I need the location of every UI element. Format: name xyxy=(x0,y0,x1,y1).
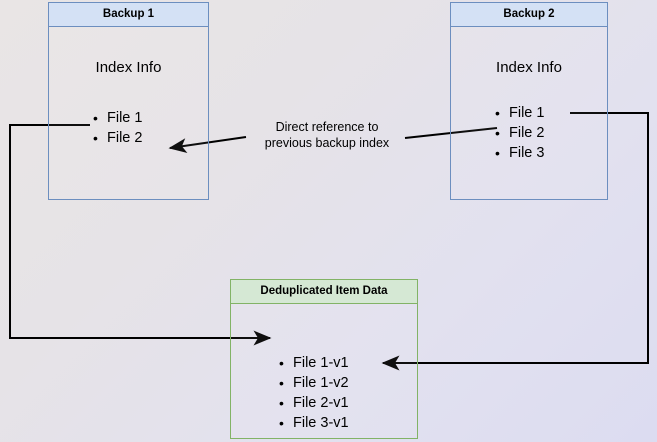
backup-1-index-info-label: Index Info xyxy=(95,59,162,76)
list-item: File 2 xyxy=(93,128,142,148)
dedup-file-list: File 1-v1 File 1-v2 File 2-v1 File 3-v1 xyxy=(279,353,349,433)
backup-1-header: Backup 1 xyxy=(49,3,208,27)
deduplicated-item-data-header: Deduplicated Item Data xyxy=(231,280,417,304)
backup-1-box[interactable]: Backup 1 Index Info File 1 File 2 xyxy=(48,2,209,200)
list-item: File 2-v1 xyxy=(279,393,349,413)
list-item: File 1-v2 xyxy=(279,373,349,393)
backup-1-file-list: File 1 File 2 xyxy=(93,108,142,148)
list-item: File 1 xyxy=(495,103,544,123)
deduplicated-item-data-box[interactable]: Deduplicated Item Data File 1-v1 File 1-… xyxy=(230,279,418,439)
backup-2-file-list: File 1 File 2 File 3 xyxy=(495,103,544,163)
backup-2-index-info-label: Index Info xyxy=(496,59,562,76)
list-item: File 1-v1 xyxy=(279,353,349,373)
deduplicated-item-data-body: File 1-v1 File 1-v2 File 2-v1 File 3-v1 xyxy=(231,304,417,438)
backup-2-header: Backup 2 xyxy=(451,3,607,27)
direct-reference-label-line-1: Direct reference to xyxy=(275,120,379,134)
list-item: File 3 xyxy=(495,143,544,163)
backup-2-body: Index Info File 1 File 2 File 3 xyxy=(451,27,607,199)
list-item: File 3-v1 xyxy=(279,413,349,433)
list-item: File 1 xyxy=(93,108,142,128)
list-item: File 2 xyxy=(495,123,544,143)
direct-reference-label-line-2: previous backup index xyxy=(264,136,390,150)
backup-1-body: Index Info File 1 File 2 xyxy=(49,27,208,199)
direct-reference-label: Direct reference to previous backup inde… xyxy=(248,119,406,151)
backup-2-box[interactable]: Backup 2 Index Info File 1 File 2 File 3 xyxy=(450,2,608,200)
